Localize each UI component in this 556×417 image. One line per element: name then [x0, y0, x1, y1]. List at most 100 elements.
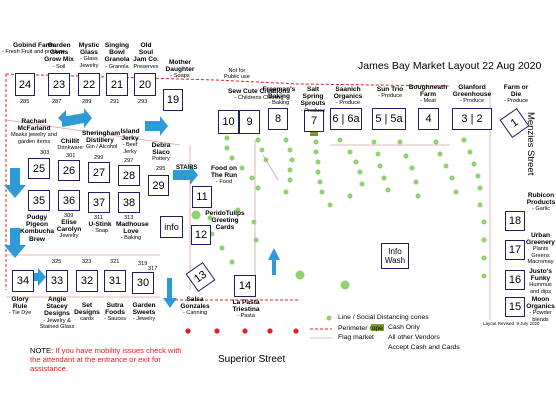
stairs-label: STAIRS: [176, 165, 198, 171]
stall-extra-code: 317: [148, 266, 158, 272]
stall-8-label: Freeman's Baking- Baking: [262, 86, 296, 107]
legend-cones-label: Line / Social Distancing cones: [338, 314, 429, 321]
stall-32[interactable]: 32: [76, 270, 98, 292]
cash-only-marker: [310, 131, 318, 136]
stall-10[interactable]: 10: [218, 110, 239, 134]
stall-24-code: 285: [20, 99, 30, 105]
stall-37-label: U-Stink- Soap: [88, 221, 112, 235]
stall-24[interactable]: 24: [15, 73, 35, 96]
stall-28-label: Island Jerky- Beef Jerky: [120, 128, 140, 155]
stall-30-code: 319: [138, 261, 148, 267]
info-wash-station[interactable]: Info Wash: [381, 243, 409, 269]
arrow-right: [25, 268, 46, 286]
layout-revised-label: Layout Revised: 9 July 2020: [483, 321, 540, 326]
stall-33[interactable]: 33: [46, 270, 68, 292]
stall-27-code: 299: [94, 155, 104, 161]
stall-5-label: Sun Trio- Produce: [376, 86, 404, 100]
stall-15[interactable]: 15: [505, 297, 525, 317]
superior-street-label: Superior Street: [218, 354, 286, 365]
stall-9[interactable]: 9: [239, 110, 260, 134]
stall-19[interactable]: 19: [163, 89, 183, 111]
legend-other-vendors-label: All other Vendors: [388, 334, 440, 341]
stall-23[interactable]: 23: [48, 73, 70, 96]
stall-18[interactable]: 18: [505, 211, 525, 231]
stall-22-code: 289: [82, 99, 92, 105]
stall-7[interactable]: 7: [304, 110, 324, 132]
info-booth[interactable]: info: [160, 216, 183, 238]
stall-7-label: Salt Spring Sprouts- Produce: [300, 86, 326, 114]
stall-17[interactable]: 17: [505, 240, 525, 260]
stall-23-label: Garden Gems Grow Mix- Soil: [44, 42, 74, 70]
stall-14[interactable]: 14: [234, 275, 256, 297]
stall-34[interactable]: 34: [12, 270, 34, 292]
mobility-note: NOTE: If you have mobility issues check …: [30, 346, 190, 373]
note-text: If you have mobility issues check with t…: [30, 346, 182, 373]
arrow-left: [145, 116, 168, 136]
stall-6-label: Saanich Organics- Produce: [333, 86, 363, 107]
stall-34-label: Glory Rule- Tie Dye: [8, 296, 32, 317]
legend-cash-cards-label: Accept Cash and Cards: [388, 344, 460, 351]
arrow-down: [4, 228, 26, 258]
stall-23-code: 287: [52, 99, 62, 105]
stall-27[interactable]: 27: [88, 162, 110, 183]
stall-21-label: Singing Bowl Granola- Granola: [104, 42, 130, 70]
arrow-right: [173, 165, 198, 185]
stall-31-label: Sutra Foods- Sauces: [103, 302, 127, 323]
stall-36[interactable]: 36: [58, 190, 80, 211]
stall-8[interactable]: 8: [268, 108, 288, 130]
arrow-down: [4, 168, 26, 198]
stall-35[interactable]: 35: [28, 190, 50, 211]
stall-6[interactable]: 6 | 6a: [330, 108, 362, 130]
stall-22-label: Mystic Glass- Glass Jewelry: [78, 42, 100, 69]
stall-28[interactable]: 28: [118, 165, 140, 186]
perimeter-rope: [5, 73, 451, 87]
stall-18-label: Rubicon Products- Garlic: [526, 192, 556, 213]
stall-21-code: 291: [110, 99, 120, 105]
stall-9-label: Sew Cute Creations- Childrens Clothing: [228, 88, 290, 102]
restricted-line2: Public use: [224, 74, 250, 81]
social-distancing-cones: [191, 135, 487, 290]
stall-30[interactable]: 30: [132, 272, 154, 294]
stall-13-label: Salsa Gonzales- Canning: [180, 296, 210, 317]
legend-cash-only-label: Cash Only: [388, 324, 420, 331]
stall-25[interactable]: 25: [28, 158, 50, 179]
stall-19-label: Mother Daughter- Soaps: [165, 59, 195, 80]
stall-21[interactable]: 21: [106, 73, 128, 96]
stall-31[interactable]: 31: [104, 270, 126, 292]
stall-20-code: 293: [138, 99, 148, 105]
legend-cash-only-swatch: [371, 324, 384, 331]
stall-22[interactable]: 22: [78, 73, 100, 96]
stall-26[interactable]: 26: [58, 160, 80, 181]
stall-37[interactable]: 37: [88, 192, 110, 213]
stall-29[interactable]: 29: [148, 175, 169, 196]
stall-38[interactable]: 38: [118, 192, 140, 213]
stall-26-code: 301: [66, 153, 76, 159]
stall-4[interactable]: 4: [418, 108, 439, 130]
stall-3-2[interactable]: 3 | 2: [452, 108, 492, 130]
stall-20-label: Old Soul Jam Co.Preserves: [133, 42, 159, 70]
stall-15-label: Moon Organics- Powder blends: [526, 296, 555, 323]
stall-31-code: 321: [110, 259, 120, 265]
stall-35-label: Pudgy Pigeon Kombucha Brew: [19, 214, 55, 243]
stall-14-label: La Pasta Triestina- Pasta: [232, 299, 260, 320]
stall-20[interactable]: 20: [134, 73, 156, 96]
stall-12[interactable]: 12: [191, 225, 211, 245]
arrow-up: [268, 248, 280, 275]
stall-11[interactable]: 11: [192, 186, 212, 208]
stall-36-code: 309: [64, 213, 74, 219]
stall-5[interactable]: 5 | 5a: [372, 108, 406, 130]
stall-25-code: 303: [40, 150, 50, 156]
stall-33-label: Angie Stacey Designs- Jewelry & Stained …: [39, 296, 75, 330]
stall-16[interactable]: 16: [505, 270, 525, 290]
stall-12-label: PeridoTulips Greeting Cards: [205, 210, 245, 232]
flag-market-line: [5, 119, 181, 146]
legend-perimeter-label: Perimeter rope: [338, 325, 383, 332]
legend-flag-label: Flag market: [338, 334, 374, 341]
stall-24-label: Gobind Farm- Fresh Fruit and produce: [2, 42, 66, 56]
map-title: James Bay Market Layout 22 Aug 2020: [358, 60, 542, 72]
